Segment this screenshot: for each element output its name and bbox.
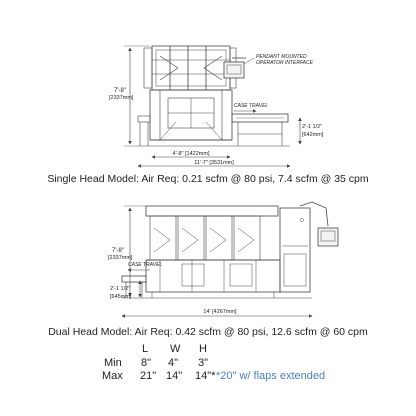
dual-overall-width: 14' [4267mm] [203, 309, 237, 315]
single-height-dim-mm: [2337mm] [109, 95, 134, 101]
dual-electrical-cabinet [279, 207, 311, 293]
row-max-note: *20" w/ flaps extended [216, 370, 326, 382]
dual-conveyor-height-mm: [645mm] [110, 294, 132, 300]
single-overall-width: 11'-7" [3531mm] [194, 160, 234, 166]
single-conveyor-height-mm: [642mm] [302, 132, 324, 138]
single-head-drawing [137, 45, 290, 147]
dual-head-drawing [121, 201, 339, 299]
row-min-w: 4" [168, 357, 179, 369]
single-head-dimensions [124, 45, 302, 168]
dual-head-caption: Dual Head Model: Air Req: 0.42 scfm @ 80… [48, 326, 368, 338]
header-h: H [199, 343, 207, 355]
header-w: W [170, 343, 181, 355]
single-outfeed-conveyor [231, 113, 289, 123]
single-head-caption: Single Head Model: Air Req: 0.21 scfm @ … [47, 173, 369, 185]
single-inner-width: 4'-8" [1422mm] [173, 151, 210, 157]
row-max-l: 21" [140, 370, 157, 382]
single-case-travel: CASE TRAVEL [234, 103, 268, 109]
row-max-w: 14" [166, 370, 183, 382]
single-conveyor-height: 2'-1 1/2" [302, 124, 322, 130]
single-head-labels: 7'-8" [2337mm] PENDANT MOUNTED OPERATOR … [109, 54, 324, 166]
header-l: L [142, 343, 149, 355]
row-min-l: 8" [141, 357, 152, 369]
row-max-label: Max [102, 370, 123, 382]
dual-height-dim-mm: [2337mm] [108, 255, 133, 261]
dual-case-travel: CASE TRAVEL [128, 262, 162, 268]
dual-height-dim: 7'-8" [112, 248, 124, 254]
dual-head-dimensions [121, 205, 313, 318]
dual-infeed-conveyor [121, 275, 147, 283]
dual-pendant-interface [317, 227, 339, 247]
single-height-dim: 7'-8" [114, 88, 126, 94]
dual-head-labels: 7'-8" [2337mm] CASE TRAVEL 2'-1 1/2" [64… [108, 248, 237, 315]
row-min-label: Min [104, 357, 122, 369]
row-min-h: 3" [198, 357, 209, 369]
dual-conveyor-height: 2'-1 1/2" [110, 286, 130, 292]
single-pendant-note-1: PENDANT MOUNTED [256, 54, 307, 60]
row-max-h: 14"* [195, 370, 216, 382]
single-pendant-note-2: OPERATOR INTERFACE [256, 60, 314, 66]
